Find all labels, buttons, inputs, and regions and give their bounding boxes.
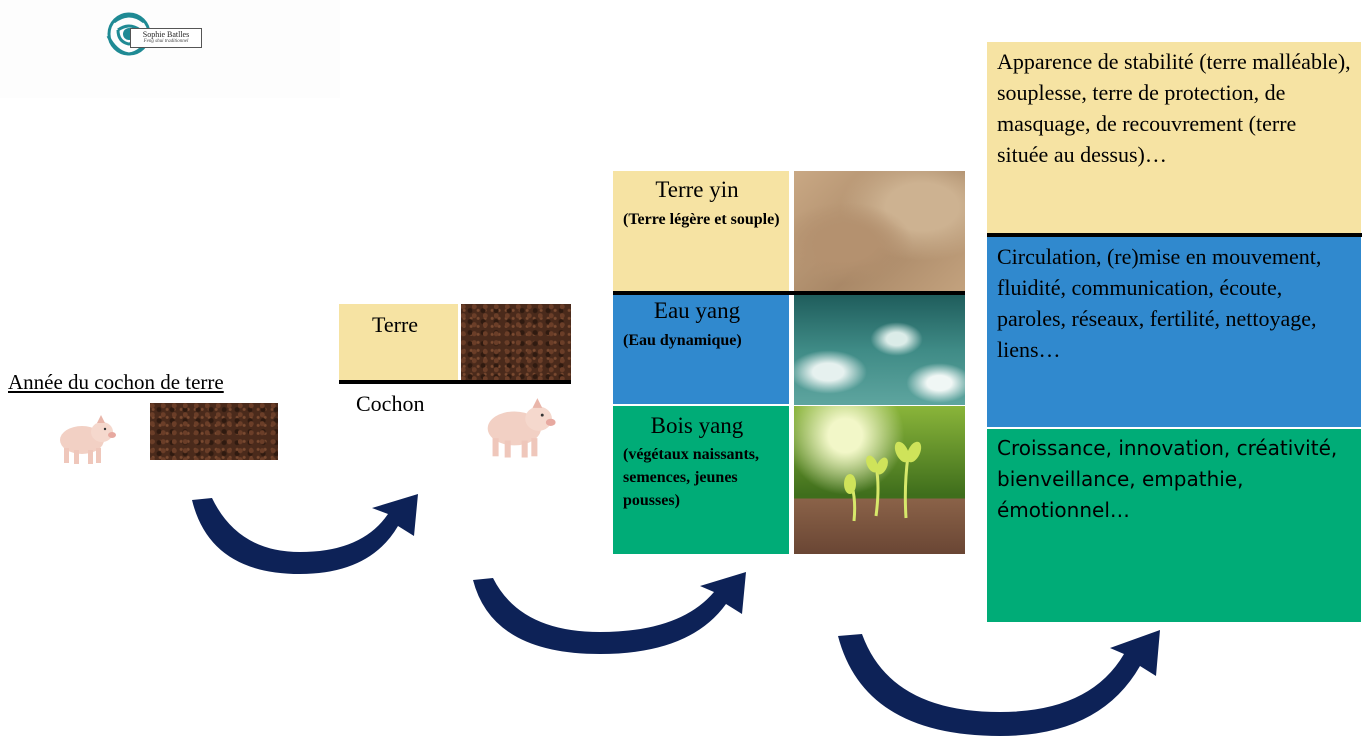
sand-photo xyxy=(794,171,965,291)
curved-arrow-icon xyxy=(838,630,1160,736)
terre-yin-title: Terre yin xyxy=(655,177,739,202)
divider-line xyxy=(613,291,965,295)
pig-icon xyxy=(487,398,556,458)
logo-tagline: Feng shui traditionnel xyxy=(143,39,189,44)
bois-yang-tile xyxy=(613,406,789,554)
pig-icon xyxy=(60,415,116,464)
divider-line xyxy=(987,233,1362,237)
earth-description: Apparence de stabilité (terre malléable)… xyxy=(997,49,1351,167)
bois-yang-title: Bois yang xyxy=(650,413,744,438)
curved-arrow-icon xyxy=(473,572,746,654)
logo-card: Sophie Batlles Feng shui traditionnel xyxy=(130,28,202,48)
sprout-icon xyxy=(844,441,922,522)
water-description: Circulation, (re)mise en mouvement, flui… xyxy=(997,244,1322,362)
terre-label: Terre xyxy=(371,312,419,337)
bois-yang-subtitle: (végétaux naissants, semences, jeunes po… xyxy=(623,446,760,510)
logo-name: Sophie Batlles xyxy=(142,30,190,39)
eau-yang-tile xyxy=(613,294,789,404)
curved-arrow-icon xyxy=(192,494,418,574)
water-photo xyxy=(794,295,965,405)
eau-yang-subtitle: (Eau dynamique) xyxy=(623,332,742,349)
sprout-photo xyxy=(794,406,965,554)
earth-description-box: Apparence de stabilité (terre malléable)… xyxy=(987,42,1361,234)
wood-description: Croissance, innovation, créativité, bien… xyxy=(997,436,1338,522)
eau-yang-title: Eau yang xyxy=(653,298,741,323)
diagram-title: Année du cochon de terre xyxy=(8,370,224,394)
soil-photo xyxy=(461,304,571,382)
divider-line xyxy=(339,380,571,384)
terre-yin-tile xyxy=(613,171,789,291)
wood-description-box: Croissance, innovation, créativité, bien… xyxy=(987,429,1361,622)
terre-tile xyxy=(339,304,458,382)
terre-yin-subtitle: (Terre légère et souple) xyxy=(623,211,780,228)
soil-photo xyxy=(150,403,278,460)
logo-area: Sophie Batlles Feng shui traditionnel xyxy=(0,0,340,98)
cochon-label: Cochon xyxy=(356,391,425,416)
water-description-box: Circulation, (re)mise en mouvement, flui… xyxy=(987,237,1361,427)
